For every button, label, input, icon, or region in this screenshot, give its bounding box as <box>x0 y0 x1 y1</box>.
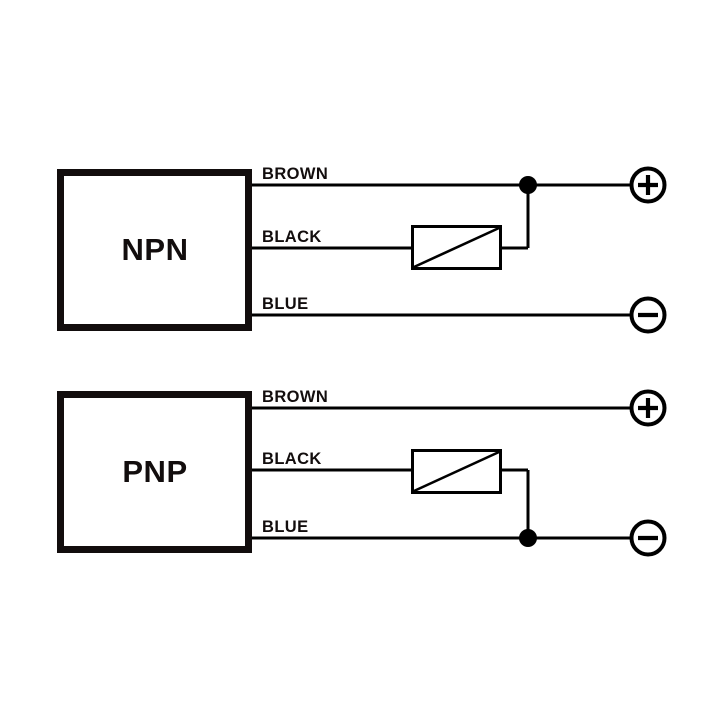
npn-load-diagonal <box>413 226 500 269</box>
pnp-circuit-group: PNP BROWN BLACK BLUE <box>57 388 667 557</box>
pnp-positive-terminal <box>629 389 667 427</box>
npn-sensor-box <box>57 169 252 331</box>
pnp-brown-wire-label: BROWN <box>262 388 328 406</box>
npn-circuit-group: NPN BROWN BLACK BLUE <box>57 165 667 334</box>
npn-load-symbol <box>411 225 502 270</box>
pnp-sensor-box-label: PNP <box>122 454 187 489</box>
npn-positive-terminal <box>629 166 667 204</box>
npn-black-wire-label: BLACK <box>262 228 322 246</box>
pnp-blue-wire-label: BLUE <box>262 518 309 536</box>
pnp-sensor-box <box>57 391 252 553</box>
npn-junction-dot <box>519 176 537 194</box>
pnp-junction-dot <box>519 529 537 547</box>
pnp-load-diagonal <box>413 450 500 493</box>
npn-sensor-box-label: NPN <box>122 232 189 267</box>
npn-negative-terminal <box>629 296 667 334</box>
pnp-black-wire-label: BLACK <box>262 450 322 468</box>
pnp-negative-terminal <box>629 519 667 557</box>
npn-blue-wire-label: BLUE <box>262 295 309 313</box>
npn-brown-wire-label: BROWN <box>262 165 328 183</box>
pnp-load-symbol <box>411 449 502 494</box>
